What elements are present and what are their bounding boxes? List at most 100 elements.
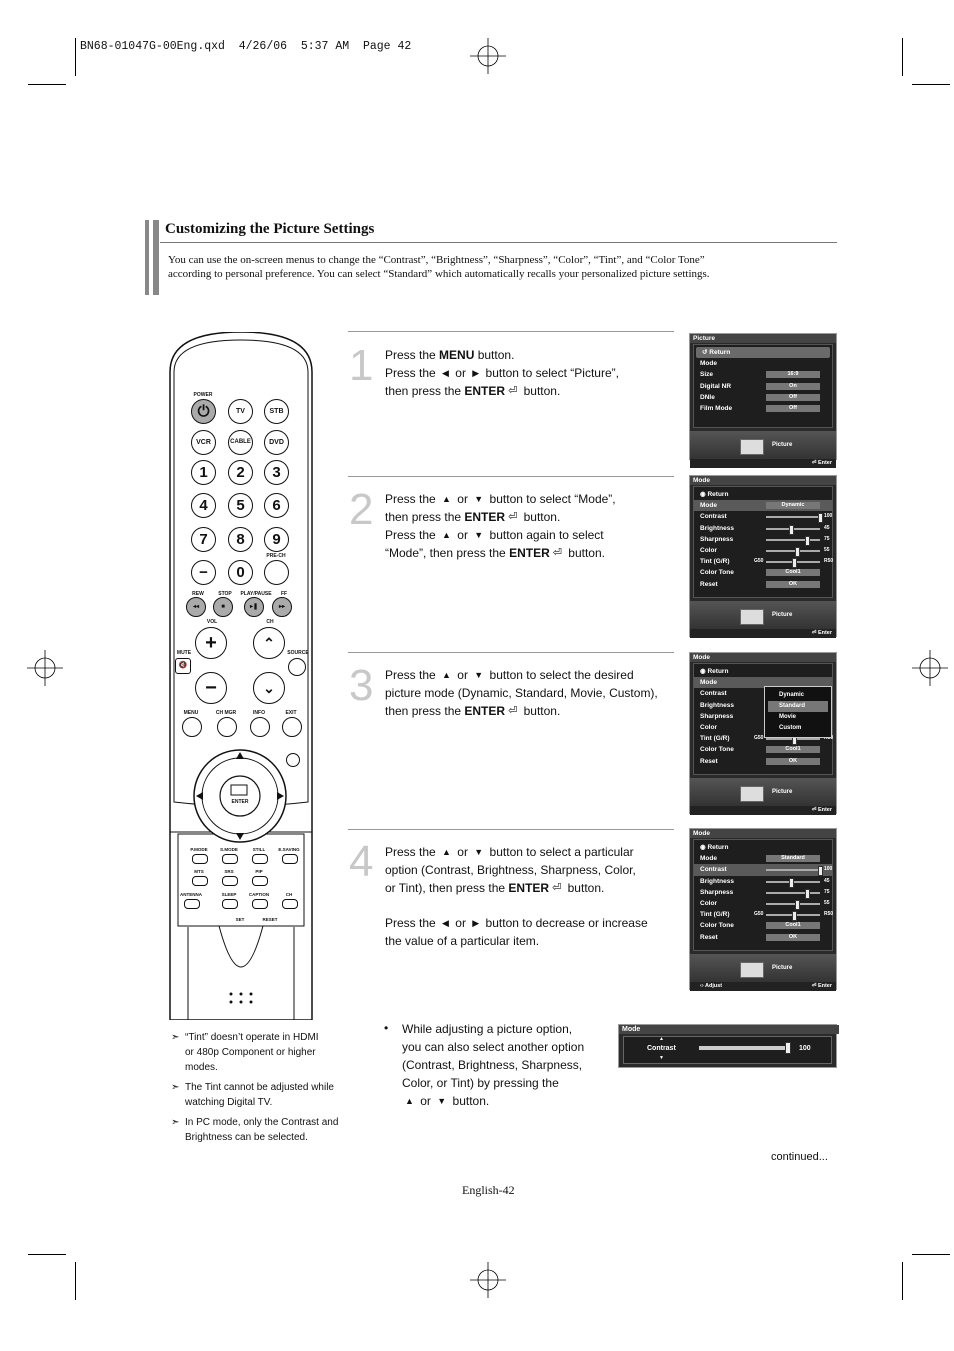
enter-label: ENTER xyxy=(231,799,249,805)
digit-6-button[interactable]: 6 xyxy=(264,493,289,518)
enter-icon: ⏎ xyxy=(811,630,818,636)
right-arrow-icon: ▶ xyxy=(472,918,480,928)
bottom-key-button[interactable] xyxy=(192,854,208,864)
digit-2-button[interactable]: 2 xyxy=(228,460,253,485)
osd-row-label: Color Tone xyxy=(700,746,734,754)
step-instructions: Press the ▲ or ▼ button to select “Mode”… xyxy=(385,490,616,562)
prech-button[interactable] xyxy=(264,560,289,585)
osd-row-label: Reset xyxy=(700,757,718,765)
exit-button[interactable] xyxy=(282,717,302,737)
bottom-key-button[interactable] xyxy=(252,854,268,864)
minus-button[interactable]: − xyxy=(191,560,216,585)
return-icon: ◉ xyxy=(700,491,708,498)
bottom-key-button[interactable] xyxy=(184,899,200,909)
osd-footer-label: Picture xyxy=(772,612,793,618)
digit-4-button[interactable]: 4 xyxy=(191,493,216,518)
osd-slider-track xyxy=(766,869,820,872)
osd-row-label: Mode xyxy=(700,679,717,687)
text: Press the xyxy=(385,528,440,542)
bottom-key-button[interactable] xyxy=(222,899,238,909)
text: “Mode”, then press the xyxy=(385,546,510,560)
menu-button[interactable] xyxy=(182,717,202,737)
bottom-key-button[interactable] xyxy=(252,899,268,909)
digit-5-button[interactable]: 5 xyxy=(228,493,253,518)
vcr-button[interactable]: VCR xyxy=(191,430,216,455)
tv-button[interactable]: TV xyxy=(228,399,253,424)
mode-option: Movie xyxy=(779,714,797,720)
note-arrow-icon: ➣ xyxy=(171,1117,180,1128)
tv-icon xyxy=(740,962,764,978)
step-number: 3 xyxy=(349,661,374,710)
bottom-key-label: SLEEP xyxy=(221,892,237,897)
down-arrow-icon: ▼ xyxy=(474,530,484,540)
osd-row-label: Contrast xyxy=(700,866,727,874)
right-arrow-icon: ▶ xyxy=(472,368,480,378)
rewind-button[interactable]: ◂◂ xyxy=(186,597,206,617)
enter-icon: ⏎ xyxy=(811,807,818,813)
page-number: English-42 xyxy=(462,1183,515,1197)
digit-8-button[interactable]: 8 xyxy=(228,527,253,552)
volume-down-button[interactable]: − xyxy=(195,672,227,704)
stop-button[interactable]: ■ xyxy=(213,597,233,617)
text: or xyxy=(453,845,472,859)
step-line-text: Press the ◀ or ▶ button to select “Pictu… xyxy=(385,364,619,382)
stb-button[interactable]: STB xyxy=(264,399,289,424)
transport-label: STOP xyxy=(218,591,232,597)
cable-button[interactable]: CABLE xyxy=(228,430,253,455)
volume-up-button[interactable]: + xyxy=(195,627,227,659)
power-button[interactable]: ⏻ xyxy=(191,399,216,424)
source-button[interactable] xyxy=(288,658,306,676)
dvd-button[interactable]: DVD xyxy=(264,430,289,455)
light-button[interactable] xyxy=(286,753,300,767)
osd-enter-hint: ⏎ Enter xyxy=(690,629,836,638)
info-button[interactable] xyxy=(250,717,270,737)
step-number: 4 xyxy=(349,837,374,886)
digit-7-button[interactable]: 7 xyxy=(191,527,216,552)
channel-down-button[interactable]: ⌄ xyxy=(253,672,285,704)
note-line: Brightness can be selected. xyxy=(185,1132,308,1143)
play-pause-button[interactable]: ▸❚ xyxy=(244,597,264,617)
step-instructions: Press the ▲ or ▼ button to select a part… xyxy=(385,843,648,950)
text: Press the xyxy=(385,366,440,380)
step-divider xyxy=(348,652,674,653)
osd-title: Picture xyxy=(690,334,836,343)
osd-row-label: Mode xyxy=(700,855,717,863)
bottom-key-button[interactable] xyxy=(282,899,298,909)
text: Press the xyxy=(385,348,440,362)
fast-forward-button[interactable]: ▸▸ xyxy=(272,597,292,617)
osd-row: Mode xyxy=(700,360,717,368)
bottom-key-button[interactable] xyxy=(222,854,238,864)
tv-icon xyxy=(740,609,764,625)
bottom-key-button[interactable] xyxy=(252,876,268,886)
osd-row-return: ↺ Return xyxy=(696,347,830,359)
osd-value: OK xyxy=(766,580,820,588)
channel-up-button[interactable]: ⌃ xyxy=(253,627,285,659)
text: Press the xyxy=(385,916,440,930)
osd-slider-knob xyxy=(792,558,797,569)
digit-3-button[interactable]: 3 xyxy=(264,460,289,485)
text: button to select a particular xyxy=(486,845,634,859)
digit-9-button[interactable]: 9 xyxy=(264,527,289,552)
bottom-key-button[interactable] xyxy=(222,876,238,886)
tint-left: G50 xyxy=(754,911,764,918)
enter-button[interactable] xyxy=(231,785,249,799)
crop-mark xyxy=(28,84,66,85)
ch-mgr-button[interactable] xyxy=(217,717,237,737)
digit-0-button[interactable]: 0 xyxy=(228,560,253,585)
mute-button[interactable]: 🔇 xyxy=(175,658,191,674)
osd-footer: Picture xyxy=(690,954,836,982)
digit-1-button[interactable]: 1 xyxy=(191,460,216,485)
osd-value: 45 xyxy=(824,877,830,884)
step-number: 1 xyxy=(349,341,374,390)
intro-text: You can use the on-screen menus to chang… xyxy=(168,253,710,281)
up-arrow-icon: ▲ xyxy=(442,494,451,504)
bottom-key-button[interactable] xyxy=(282,854,298,864)
bottom-key-button[interactable] xyxy=(192,876,208,886)
